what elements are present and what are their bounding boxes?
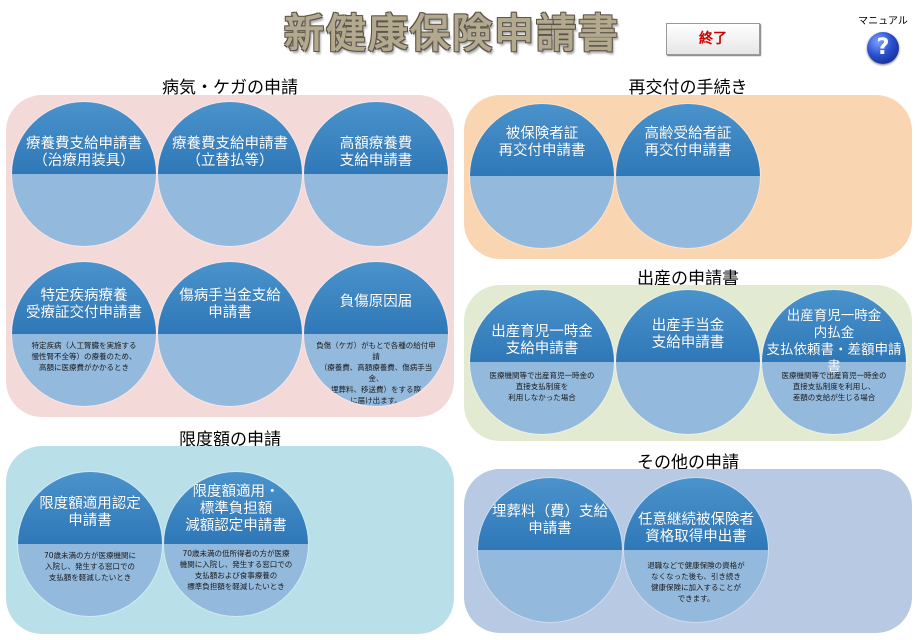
end-button[interactable]: 終了 (666, 23, 760, 55)
section-title-limit: 限度額の申請 (179, 430, 281, 450)
circle-label: 任意継続被保険者資格取得申出書 (638, 512, 754, 545)
circle-label: 高額療養費支給申請書 (339, 136, 413, 169)
section-title-illness: 病気・ケガの申請 (162, 78, 298, 98)
circle-kougaku-ryouyouhi[interactable]: 高額療養費支給申請書 (304, 102, 448, 246)
section-title-reissue: 再交付の手続き (628, 78, 748, 98)
circle-label: 限度額適用・標準負担額減額認定申請書 (185, 484, 287, 534)
circle-label: 療養費支給申請書（立替払等） (172, 136, 288, 169)
circle-ryouyouhi-souchi[interactable]: 療養費支給申請書（治療用装具） (12, 102, 156, 246)
circle-shoubyou-teate[interactable]: 傷病手当金支給申請書 (158, 262, 302, 406)
circle-gendogaku-tekiyou[interactable]: 限度額適用認定申請書 70歳未満の方が医療機関に入院し、発生する窓口での支払額を… (18, 472, 162, 616)
circle-label: 出産育児一時金支給申請書 (491, 324, 593, 357)
circle-description: 70歳未満の低所得者の方が医療機関に入院し、発生する窓口での支払額および食事療養… (179, 549, 293, 591)
page-title: 新健康保険申請書 (284, 11, 620, 57)
circle-label: 埋葬料（費）支給申請書 (492, 504, 608, 537)
section-title-birth: 出産の申請書 (637, 269, 739, 289)
circle-label: 被保険者証再交付申請書 (498, 126, 586, 159)
circle-description: 特定疾病（人工腎臓を実施する慢性腎不全等）の療養のため、高額に医療費がかかるとき (31, 341, 137, 372)
circle-nini-keizoku[interactable]: 任意継続被保険者資格取得申出書 退職などで健康保険の資格がなくなった後も、引き続… (624, 478, 768, 622)
circle-label: 出産手当金支給申請書 (651, 318, 725, 351)
circle-tokutei-shippei[interactable]: 特定疾病療養受療証交付申請書 特定疾病（人工腎臓を実施する慢性腎不全等）の療養の… (12, 262, 156, 406)
circle-label: 傷病手当金支給申請書 (179, 288, 281, 321)
circle-gendogaku-gengaku[interactable]: 限度額適用・標準負担額減額認定申請書 70歳未満の低所得者の方が医療機関に入院し… (164, 472, 308, 616)
circle-label: 負傷原因届 (339, 294, 413, 310)
section-title-other: その他の申請 (637, 453, 739, 473)
circle-description: 退職などで健康保険の資格がなくなった後も、引き続き健康保険に加入することができま… (647, 561, 745, 603)
circle-description: 負傷（ケガ）がもとで各種の給付申請（療養費、高額療養費、傷病手当金、埋葬料、移送… (316, 341, 436, 405)
circle-maisouryou[interactable]: 埋葬料（費）支給申請書 (478, 478, 622, 622)
manual-label: マニュアル (858, 16, 908, 27)
circle-label: 療養費支給申請書（治療用装具） (26, 136, 142, 169)
circle-shussan-ikuji-ichijikin[interactable]: 出産育児一時金支給申請書 医療機関等で出産育児一時金の直接支払制度を利用しなかっ… (470, 290, 614, 434)
circle-shussan-uchibaraikin[interactable]: 出産育児一時金内払金支払依頼書・差額申請書 医療機関等で出産育児一時金の直接支払… (762, 290, 906, 434)
circle-label: 出産育児一時金内払金支払依頼書・差額申請書 (766, 308, 902, 375)
circle-shussan-teatekin[interactable]: 出産手当金支給申請書 (616, 290, 760, 434)
circle-label: 高齢受給者証再交付申請書 (644, 126, 732, 159)
circle-label: 限度額適用認定申請書 (39, 496, 141, 529)
circle-description: 医療機関等で出産育児一時金の直接支払制度を利用し、差額の支給が生じる場合 (781, 371, 887, 402)
circle-hihokenshashou-saikoufu[interactable]: 被保険者証再交付申請書 (470, 104, 614, 248)
circle-description: 70歳未満の方が医療機関に入院し、発生する窓口での支払額を軽減したいとき (43, 551, 137, 582)
circle-label: 特定疾病療養受療証交付申請書 (26, 288, 142, 321)
circle-fushou-genin[interactable]: 負傷原因届 負傷（ケガ）がもとで各種の給付申請（療養費、高額療養費、傷病手当金、… (304, 262, 448, 406)
circle-description: 医療機関等で出産育児一時金の直接支払制度を利用しなかった場合 (489, 371, 595, 402)
circle-koureijukyuushashou-saikoufu[interactable]: 高齢受給者証再交付申請書 (616, 104, 760, 248)
circle-ryouyouhi-tatekae[interactable]: 療養費支給申請書（立替払等） (158, 102, 302, 246)
help-icon[interactable]: ? (867, 32, 899, 64)
